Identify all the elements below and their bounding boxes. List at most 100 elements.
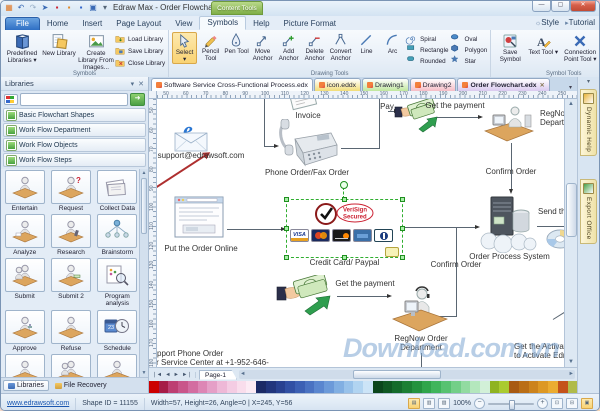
minimize-button[interactable]: — bbox=[532, 1, 551, 12]
regnow-desk-icon[interactable] bbox=[481, 103, 535, 145]
send-icon[interactable]: ➤ bbox=[41, 3, 49, 12]
palette-swatch[interactable] bbox=[421, 381, 432, 393]
palette-swatch[interactable] bbox=[470, 381, 480, 393]
document-tab-1[interactable]: Software Service Cross-Functional Proces… bbox=[151, 78, 313, 91]
palette-swatch[interactable] bbox=[518, 381, 529, 393]
normal-view-icon[interactable]: ▤ bbox=[408, 398, 421, 409]
first-page-icon[interactable]: ❘◄ bbox=[152, 371, 163, 378]
shape-partial[interactable] bbox=[3, 353, 46, 377]
shape-collect-data[interactable]: Collect Data bbox=[96, 170, 139, 212]
palette-swatch[interactable] bbox=[246, 381, 257, 393]
library-group-basic-flowchart-shapes[interactable]: Basic Flowchart Shapes bbox=[3, 108, 146, 122]
server-icon[interactable] bbox=[477, 195, 539, 253]
panel-options-icon[interactable]: ▾ bbox=[586, 79, 590, 85]
palette-swatch[interactable] bbox=[149, 381, 159, 393]
node-label[interactable]: Pay bbox=[380, 102, 394, 111]
shape-request[interactable]: ?Request bbox=[49, 170, 92, 212]
select-button[interactable]: Select▾ bbox=[172, 32, 198, 65]
node-label[interactable]: RegNow Depart bbox=[540, 109, 564, 127]
convert-anchor-button[interactable]: Convert Anchor bbox=[328, 32, 353, 62]
palette-swatch[interactable] bbox=[411, 381, 422, 393]
scroll-up-icon[interactable]: ▲ bbox=[568, 101, 574, 107]
palette-swatch[interactable] bbox=[402, 381, 412, 393]
document-tab-5[interactable]: Order Flowchart.edx✕ bbox=[457, 78, 550, 91]
palette-swatch[interactable] bbox=[567, 381, 578, 393]
node-label[interactable]: Order Process System bbox=[469, 252, 550, 261]
close-tab-icon[interactable]: ✕ bbox=[539, 82, 545, 89]
palette-swatch[interactable] bbox=[275, 381, 286, 393]
palette-swatch[interactable] bbox=[256, 381, 266, 393]
node-label[interactable]: Get the payment bbox=[335, 279, 395, 288]
next-page-icon[interactable]: ► bbox=[173, 371, 179, 378]
shape-red-icon[interactable]: ▪ bbox=[55, 3, 59, 12]
panel-tab-export-office[interactable]: Export Office bbox=[580, 179, 597, 244]
palette-swatch[interactable] bbox=[479, 381, 490, 393]
palette-swatch[interactable] bbox=[168, 381, 179, 393]
menu-tutorial[interactable]: ▸Tutorial bbox=[565, 18, 595, 27]
palette-swatch[interactable] bbox=[207, 381, 218, 393]
invoice-icon[interactable] bbox=[285, 99, 321, 112]
pen-tool-button[interactable]: Pen Tool bbox=[224, 32, 249, 55]
save-symbol-button[interactable]: Save Symbol bbox=[494, 32, 526, 63]
load-library-button[interactable]: Load Library bbox=[115, 34, 165, 45]
browser-window-icon[interactable] bbox=[173, 193, 227, 243]
library-group-work-flow-steps[interactable]: Work Flow Steps bbox=[3, 153, 146, 167]
add-anchor-button[interactable]: Add Anchor bbox=[276, 32, 301, 62]
phone-fax-icon[interactable] bbox=[273, 119, 339, 167]
last-page-icon[interactable]: ►❘ bbox=[181, 371, 193, 378]
scroll-left-icon[interactable]: ◄ bbox=[240, 371, 246, 377]
edrawsoft-link[interactable]: www.edrawsoft.com bbox=[7, 400, 70, 407]
palette-swatch[interactable] bbox=[528, 381, 539, 393]
document-tab-4[interactable]: Drawing2 bbox=[409, 78, 457, 91]
fit-width-icon[interactable]: ⊟ bbox=[566, 398, 578, 409]
panel-tab-libraries[interactable]: Libraries bbox=[3, 380, 49, 391]
selected-shape-credit-card[interactable]: VeriSign Secured VISA bbox=[284, 181, 405, 260]
create-library-from-images--button[interactable]: Create Library From Images... bbox=[78, 32, 114, 71]
sidebar-scrollbar[interactable]: ▲ ▼ bbox=[139, 169, 148, 377]
money-hand-icon[interactable] bbox=[393, 99, 439, 135]
app-icon[interactable]: ▦ bbox=[5, 3, 13, 12]
rectangle-button[interactable]: Rectangle bbox=[406, 44, 448, 55]
predefined-libraries-button[interactable]: Predefined Libraries ▾ bbox=[4, 32, 40, 64]
full-screen-icon[interactable]: ▣ bbox=[581, 398, 593, 409]
palette-swatch[interactable] bbox=[226, 381, 237, 393]
close-panel-icon[interactable]: ✕ bbox=[138, 80, 144, 88]
node-label[interactable]: Invoice bbox=[295, 111, 321, 120]
scroll-down-icon[interactable]: ▼ bbox=[568, 359, 574, 365]
shape-orange-icon[interactable]: ▪ bbox=[67, 3, 71, 12]
palette-swatch[interactable] bbox=[265, 381, 276, 393]
palette-swatch[interactable] bbox=[197, 381, 208, 393]
node-label[interactable]: Confirm Order bbox=[485, 167, 537, 176]
tab-file[interactable]: File bbox=[5, 17, 40, 30]
zoom-in-icon[interactable]: + bbox=[537, 398, 548, 409]
tab-list-dropdown-icon[interactable]: ▾ bbox=[568, 85, 572, 91]
rotation-handle[interactable] bbox=[340, 181, 348, 189]
shape-approve[interactable]: Approve bbox=[3, 309, 46, 352]
drawing-canvas[interactable]: e support@edrawsoft.com Invoice bbox=[157, 99, 564, 367]
selection-handle[interactable] bbox=[284, 197, 289, 202]
node-label[interactable]: Support Phone Order mer Service Center a… bbox=[157, 349, 269, 367]
zoom-out-icon[interactable]: − bbox=[474, 398, 485, 409]
shape-partial[interactable] bbox=[96, 353, 139, 377]
tab-picture-format[interactable]: Picture Format bbox=[283, 19, 336, 28]
shape-research[interactable]: Research bbox=[49, 214, 92, 256]
panel-tab-file-recovery[interactable]: File Recovery bbox=[51, 381, 111, 390]
scrollbar-thumb[interactable] bbox=[141, 178, 147, 234]
shape-analyze[interactable]: Analyze bbox=[3, 214, 46, 256]
horizontal-scrollbar[interactable]: ◄ ► bbox=[239, 370, 575, 379]
node-label[interactable]: Confirm Order bbox=[430, 260, 482, 269]
shape-submit-2[interactable]: Submit 2 bbox=[49, 258, 92, 307]
palette-swatch[interactable] bbox=[304, 381, 315, 393]
cd-icon[interactable] bbox=[545, 227, 564, 251]
node-label[interactable]: RegNow Order Department bbox=[394, 334, 448, 352]
rounded-button[interactable]: Rounded bbox=[406, 55, 448, 66]
vertical-scrollbar[interactable]: ▲ ▼ bbox=[564, 99, 577, 367]
palette-swatch[interactable] bbox=[538, 381, 549, 393]
page-tab[interactable]: Page-1 bbox=[199, 369, 237, 380]
selection-handle[interactable] bbox=[400, 255, 405, 260]
node-label[interactable]: Put the Order Online bbox=[164, 244, 238, 253]
selection-handle[interactable] bbox=[342, 197, 347, 202]
palette-swatch[interactable] bbox=[217, 381, 227, 393]
